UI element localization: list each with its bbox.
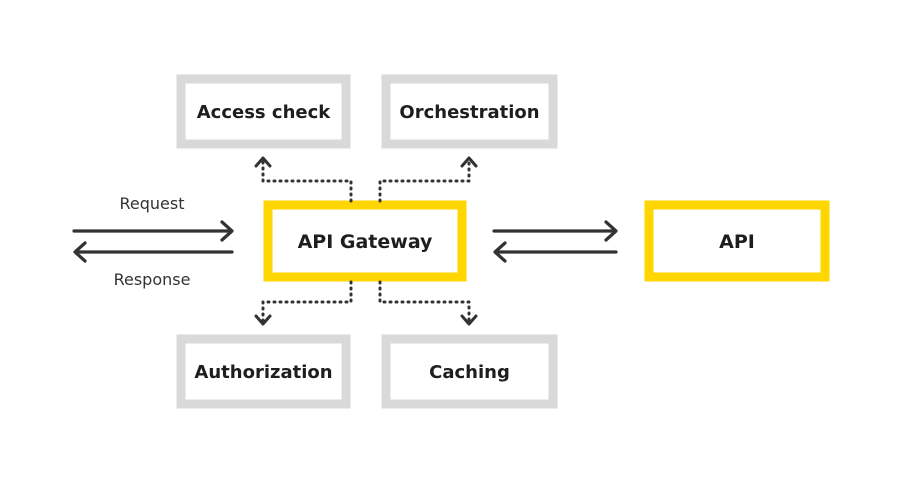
node-caching-label: Caching: [429, 362, 510, 383]
response-arrow: [73, 241, 234, 263]
connector-access-check: [254, 156, 353, 203]
connector-caching: [378, 280, 478, 326]
request-label: Request: [120, 194, 185, 213]
node-orchestration[interactable]: Orchestration: [381, 74, 558, 149]
node-caching[interactable]: Caching: [381, 334, 558, 409]
response-label: Response: [114, 270, 191, 289]
node-api-gateway-label: API Gateway: [298, 231, 433, 253]
node-api-label: API: [719, 231, 755, 253]
node-access-check-label: Access check: [197, 102, 332, 123]
request-arrow: [72, 220, 234, 242]
node-api-gateway[interactable]: API Gateway: [263, 200, 467, 282]
node-access-check[interactable]: Access check: [176, 74, 351, 149]
connector-orchestration: [378, 156, 478, 203]
node-orchestration-label: Orchestration: [399, 102, 539, 123]
node-authorization[interactable]: Authorization: [176, 334, 351, 409]
api-to-gateway-arrow: [493, 241, 618, 263]
node-api[interactable]: API: [644, 200, 830, 282]
connector-authorization: [254, 280, 353, 326]
node-authorization-label: Authorization: [194, 362, 332, 383]
gateway-to-api-arrow: [492, 220, 618, 242]
